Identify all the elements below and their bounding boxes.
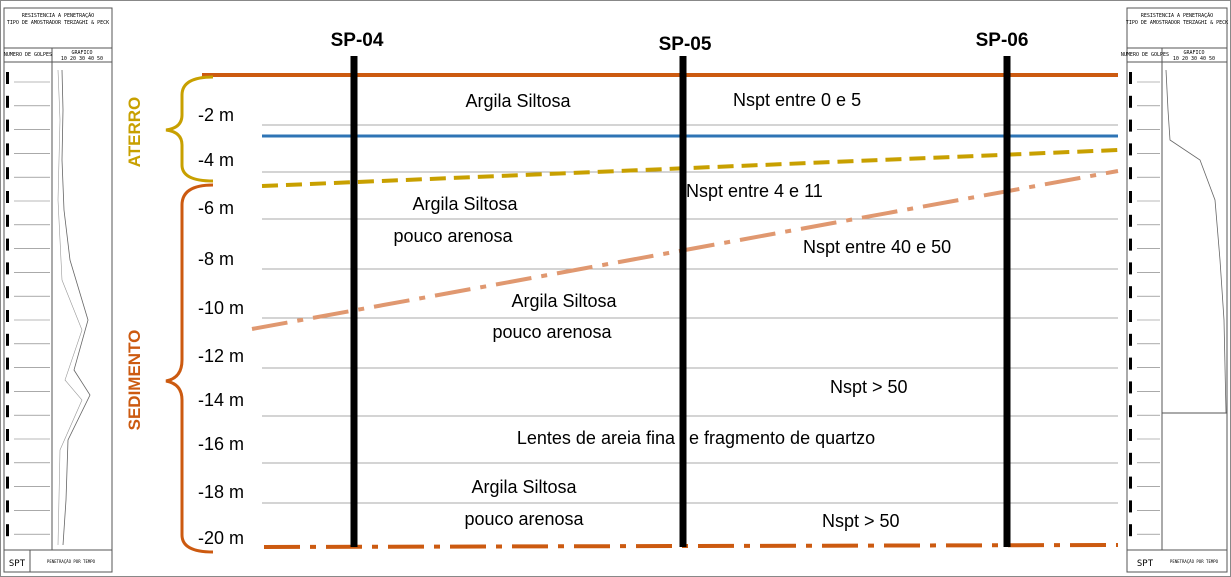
layer-label: Lentes de areia fina [517, 428, 676, 448]
log-sample-mark [1129, 310, 1132, 322]
log-title-1: RESISTENCIA A PENETRAÇÃO [22, 12, 94, 19]
depth-label: -4 m [198, 150, 234, 170]
borehole-label-sp06: SP-06 [976, 30, 1029, 51]
log-sample-mark [1129, 191, 1132, 203]
nspt-label: Nspt > 50 [830, 377, 908, 397]
depth-labels: -2 m -4 m -6 m -8 m -10 m -12 m -14 m -1… [198, 105, 244, 548]
layer-label: pouco arenosa [393, 226, 513, 246]
layer-label: Argila Siltosa [511, 291, 617, 311]
depth-label: -14 m [198, 390, 244, 410]
unit-label-sedimento: SEDIMENTO [125, 330, 144, 431]
layer-label: Argila Siltosa [412, 194, 518, 214]
log-sample-mark [6, 214, 9, 227]
log-sample-mark [6, 191, 9, 203]
log-sample-mark [6, 476, 9, 489]
depth-label: -6 m [198, 198, 234, 218]
log-sample-mark [1129, 429, 1132, 441]
log-right-title-1: RESISTENCIA A PENETRAÇÃO [1141, 12, 1213, 19]
spt-log-right: RESISTENCIA A PENETRAÇÃO TIPO DE AMOSTRA… [1121, 7, 1228, 573]
log-footer-penetration: PENETRAÇÃO POR TEMPO [47, 559, 96, 564]
log-right-col-graph: GRAFICO [1183, 50, 1204, 56]
log-sample-mark [1129, 476, 1132, 489]
log-right-footer-penetration: PENETRAÇÃO POR TEMPO [1170, 559, 1219, 564]
log-sample-mark [6, 143, 9, 156]
log-sample-mark [6, 286, 9, 299]
log-sample-mark [6, 167, 9, 180]
depth-label: -10 m [198, 298, 244, 318]
log-sample-mark [1129, 286, 1132, 299]
log-sample-mark [1129, 333, 1132, 346]
log-sample-mark [1129, 405, 1132, 418]
log-sample-mark [1129, 214, 1132, 227]
log-sample-mark [6, 333, 9, 346]
log-sample-mark [1129, 143, 1132, 156]
log-sample-mark [6, 262, 9, 275]
depth-label: -8 m [198, 249, 234, 269]
aterro-brace [165, 75, 214, 183]
log-sample-mark [1129, 381, 1132, 394]
depth-label: -20 m [198, 528, 244, 548]
layer-label: pouco arenosa [464, 509, 584, 529]
log-sample-mark [1129, 238, 1132, 251]
borehole-label-sp04: SP-04 [331, 30, 384, 51]
sedimento-brace [165, 183, 214, 554]
unit-label-aterro: ATERRO [125, 97, 144, 168]
nspt-label: Nspt entre 4 e 11 [686, 181, 823, 201]
log-sample-mark [6, 524, 9, 537]
log-footer-spt: SPT [9, 559, 26, 569]
layer-label: Argila Siltosa [471, 477, 577, 497]
log-sample-mark [1129, 119, 1132, 132]
log-sample-mark [6, 452, 9, 465]
log-sample-mark [6, 238, 9, 251]
log-sample-mark [1129, 357, 1132, 370]
log-scale: 10 20 30 40 50 [61, 56, 103, 62]
log-col-blows: NUMERO DE GOLPES [4, 52, 52, 58]
log-sample-mark [6, 95, 9, 108]
log-sample-mark [1129, 167, 1132, 180]
layer-label: pouco arenosa [492, 322, 612, 342]
spt-log-left: RESISTENCIA A PENETRAÇÃO TIPO DE AMOSTRA… [3, 7, 113, 573]
log-sample-mark [1129, 524, 1132, 537]
log-sample-mark [6, 381, 9, 394]
log-sample-mark [1129, 95, 1132, 108]
log-right-col-blows: NUMERO DE GOLPES [1121, 52, 1169, 58]
nspt-label: Nspt entre 40 e 50 [803, 237, 951, 257]
depth-gridlines [262, 124, 1118, 504]
depth-label: -12 m [198, 346, 244, 366]
nspt-label: Nspt entre 0 e 5 [733, 90, 861, 110]
log-sample-mark [6, 357, 9, 370]
depth-label: -2 m [198, 105, 234, 125]
log-title-2: TIPO DE AMOSTRADOR TERZAGHI & PECK [7, 20, 109, 26]
nspt-label: Nspt > 50 [822, 511, 900, 531]
log-col-graph: GRAFICO [71, 50, 92, 56]
log-sample-mark [1129, 262, 1132, 275]
log-right-title-2: TIPO DE AMOSTRADOR TERZAGHI & PECK [1126, 20, 1228, 26]
log-sample-mark [6, 500, 9, 513]
layer-label: Argila Siltosa [465, 91, 571, 111]
depth-label: -16 m [198, 434, 244, 454]
log-sample-mark [6, 119, 9, 132]
log-sample-mark [1129, 72, 1132, 84]
borehole-label-sp05: SP-05 [659, 34, 712, 55]
log-sample-mark [1129, 500, 1132, 513]
log-sample-mark [1129, 452, 1132, 465]
log-right-footer-spt: SPT [1137, 559, 1154, 569]
log-sample-mark [6, 405, 9, 418]
log-sample-mark [6, 429, 9, 441]
log-sample-mark [6, 310, 9, 322]
log-sample-mark [6, 72, 9, 84]
log-right-scale: 10 20 30 40 50 [1173, 56, 1215, 62]
bottom-boundary-line [263, 543, 1119, 549]
depth-label: -18 m [198, 482, 244, 502]
layer-label: e fragmento de quartzo [689, 428, 875, 448]
